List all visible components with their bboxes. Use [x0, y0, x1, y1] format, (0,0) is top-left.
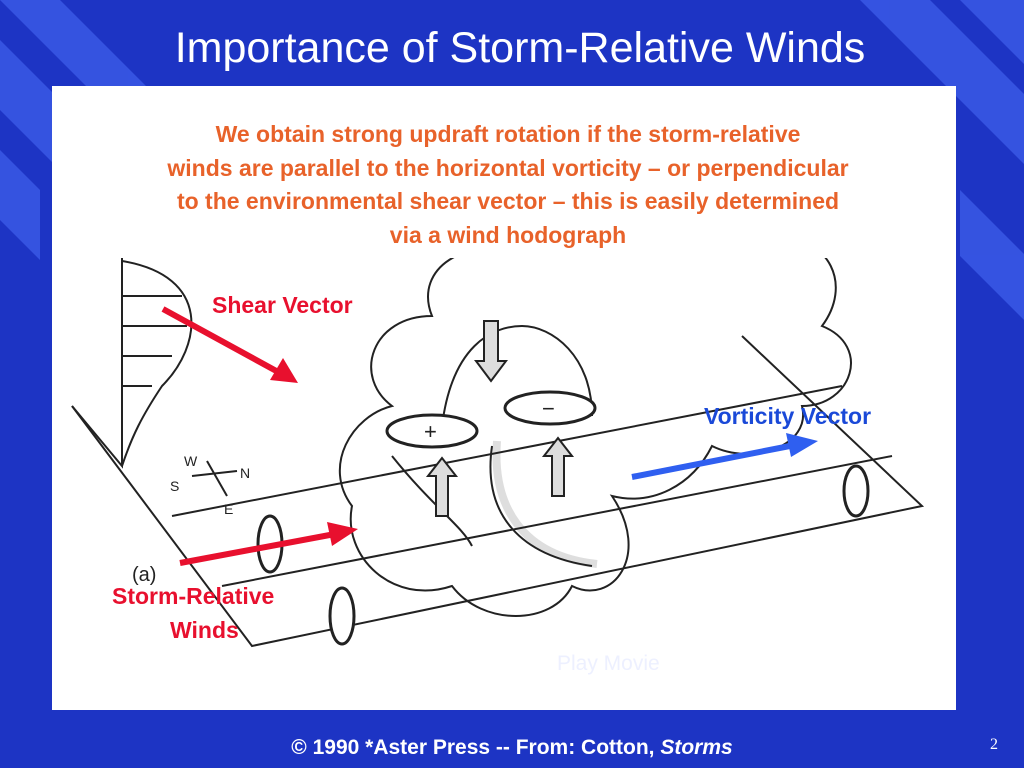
- footer-italic: Storms: [660, 736, 733, 759]
- minus-mark: −: [542, 396, 555, 421]
- callout-line-1: We obtain strong updraft rotation if the…: [215, 121, 801, 147]
- play-movie-link[interactable]: Play Movie: [557, 652, 660, 675]
- compass-e: E: [224, 501, 233, 517]
- callout-box: We obtain strong updraft rotation if the…: [78, 112, 938, 258]
- panel-label: (a): [132, 564, 156, 586]
- vorticity-vector-label: Vorticity Vector: [704, 403, 872, 429]
- callout-line-2: winds are parallel to the horizontal vor…: [167, 154, 849, 181]
- compass-s: S: [170, 478, 179, 494]
- storm-relative-label-1: Storm-Relative: [112, 583, 275, 609]
- compass-w: W: [184, 453, 198, 469]
- footer-text: © 1990 *Aster Press -- From: Cotton,: [291, 736, 661, 759]
- page-number: 2: [990, 736, 998, 753]
- cloud-outline: [338, 168, 852, 617]
- compass-n: N: [240, 465, 250, 481]
- shear-vector-label: Shear Vector: [212, 292, 353, 318]
- callout-line-3: to the environmental shear vector – this…: [176, 188, 840, 214]
- slide-title: Importance of Storm-Relative Winds: [174, 24, 866, 72]
- storm-relative-label-2: Winds: [170, 617, 239, 643]
- ground-plane: [71, 335, 925, 648]
- footer-credit: © 1990 *Aster Press -- From: Cotton, Sto…: [0, 736, 1024, 760]
- plus-mark: +: [424, 419, 437, 444]
- callout-line-4: via a wind hodograph: [389, 221, 627, 248]
